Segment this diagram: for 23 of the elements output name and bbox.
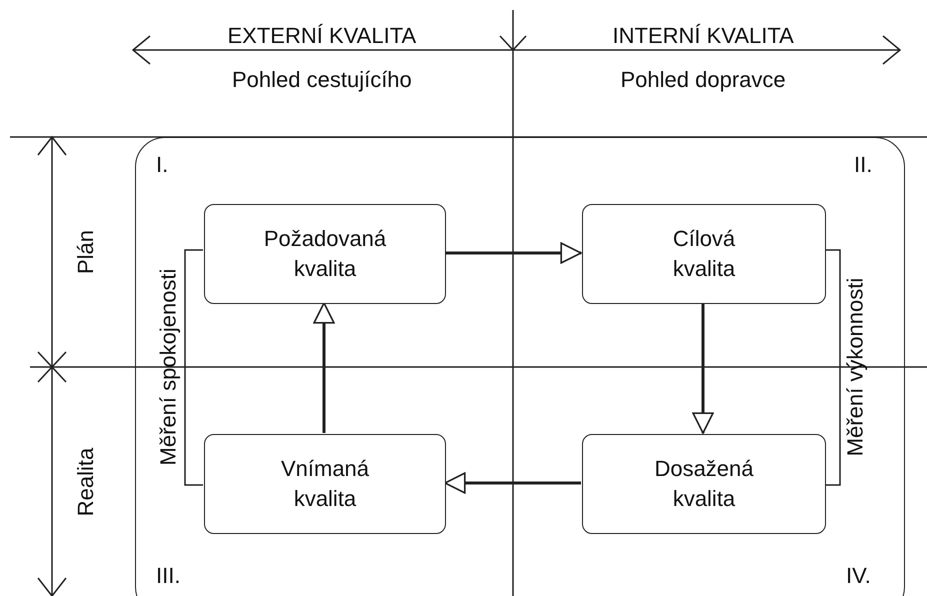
process-box <box>582 434 826 534</box>
axis-label: Plán <box>73 228 100 276</box>
node-label: Cílová kvalita <box>672 225 736 283</box>
quadrant-frame <box>135 137 905 596</box>
quadrant-number: IV. <box>846 563 871 589</box>
quadrant-number: I. <box>156 152 168 178</box>
arrow <box>445 242 582 264</box>
edge-label: Měření výkonnosti <box>842 276 868 458</box>
node-label: Dosažená kvalita <box>653 455 755 513</box>
edge-label: Měření spokojenosti <box>154 268 181 468</box>
arrow <box>444 472 581 494</box>
node-label: Požadovaná kvalita <box>262 225 388 283</box>
process-box <box>582 204 826 304</box>
arrow <box>313 302 335 433</box>
quadrant-number: III. <box>156 563 180 589</box>
bracket-line <box>184 249 203 486</box>
node-label: Vnímaná kvalita <box>280 455 370 513</box>
quadrant-number: II. <box>854 152 872 178</box>
process-box <box>204 434 446 534</box>
arrow <box>692 303 714 434</box>
bracket-line <box>825 249 841 486</box>
axis-label: Realita <box>73 446 100 518</box>
process-box <box>204 204 446 304</box>
